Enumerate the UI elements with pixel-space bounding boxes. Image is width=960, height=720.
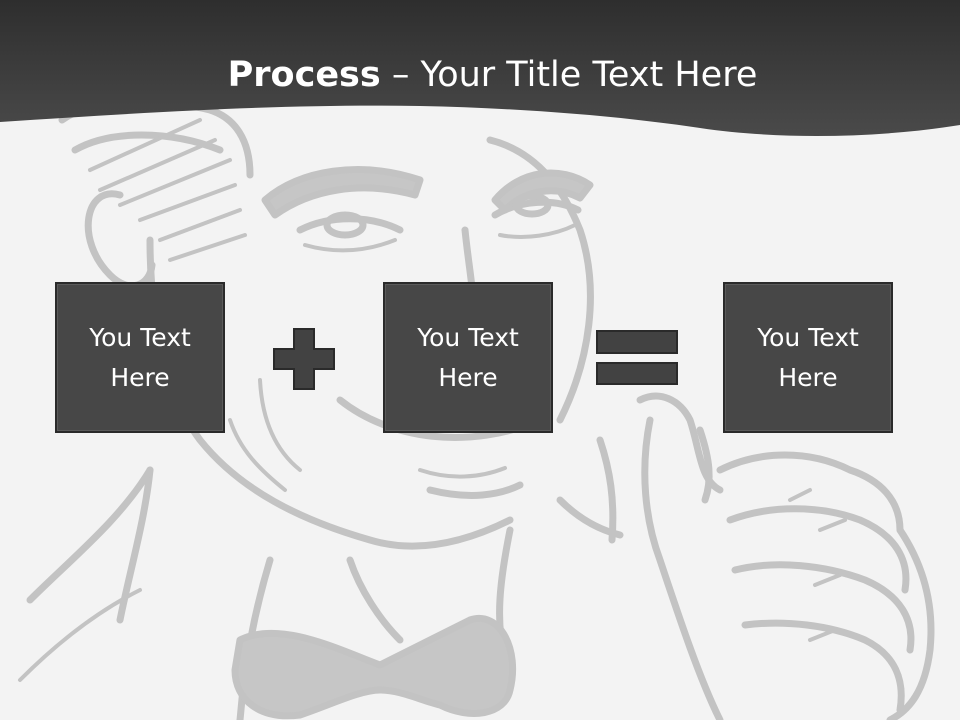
page-title: Process – Your Title Text Here	[0, 52, 960, 98]
process-step-box-3[interactable]: You Text Here	[723, 282, 893, 433]
header-banner	[0, 0, 960, 136]
process-step-box-2[interactable]: You Text Here	[383, 282, 553, 433]
title-bold-text: Process	[227, 55, 381, 95]
process-step-label: You Text Here	[89, 322, 191, 392]
process-step-label: You Text Here	[417, 322, 519, 392]
process-step-box-1[interactable]: You Text Here	[55, 282, 225, 433]
equals-icon	[596, 330, 678, 385]
title-rest-text: – Your Title Text Here	[380, 55, 758, 95]
process-step-label: You Text Here	[757, 322, 859, 392]
plus-icon	[273, 328, 335, 390]
